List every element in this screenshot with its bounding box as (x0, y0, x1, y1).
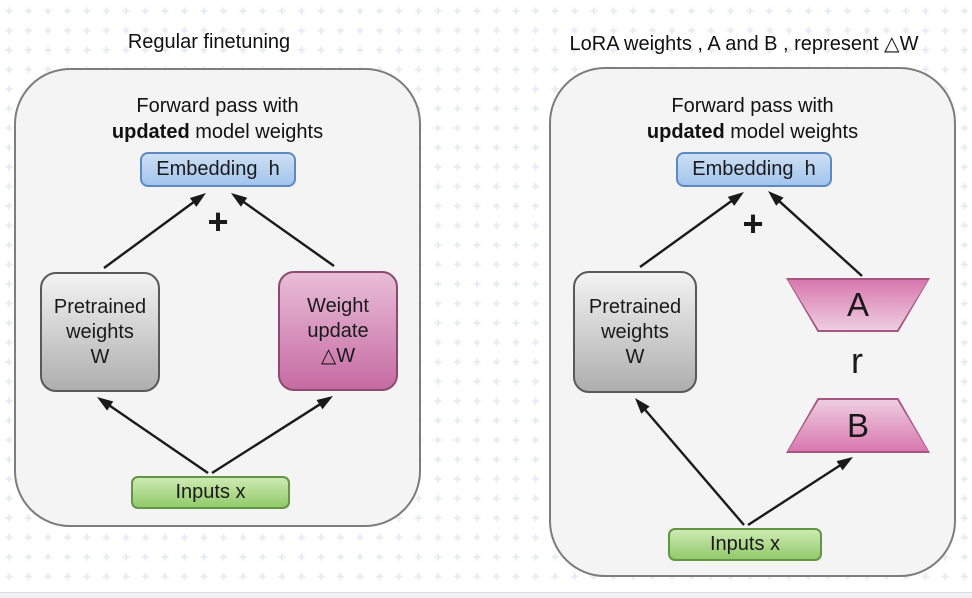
lora-a-trapezoid: A (786, 278, 930, 332)
bottom-edge-strip (0, 592, 972, 598)
lora-b-label: B (846, 406, 869, 444)
left-panel-title: Regular finetuning (127, 31, 291, 53)
right-caption: Forward pass with updated model weights (549, 93, 956, 145)
right-pretrained-weights-node: Pretrained weights W (573, 271, 697, 393)
right-embedding-node: Embedding h (676, 152, 832, 187)
lora-b-trapezoid: B (786, 398, 930, 453)
left-caption-line1: Forward pass with (136, 95, 299, 117)
right-caption-rest: model weights (724, 121, 859, 143)
left-plus-operator: + (207, 201, 229, 242)
left-inputs-node: Inputs x (131, 476, 290, 509)
left-pretrained-weights-node: Pretrained weights W (40, 272, 160, 392)
left-embedding-node: Embedding h (140, 152, 296, 187)
rank-r-label: r (851, 340, 863, 381)
left-caption: Forward pass with updated model weights (14, 93, 421, 145)
left-weight-update-node: Weight update △W (278, 271, 398, 391)
lora-a-label: A (846, 286, 869, 323)
right-panel-title: LoRA weights , A and B , represent △W (569, 33, 919, 55)
right-inputs-node: Inputs x (668, 528, 822, 561)
right-caption-line1: Forward pass with (671, 95, 834, 117)
left-caption-bold: updated (111, 121, 190, 143)
left-caption-rest: model weights (189, 121, 324, 143)
right-plus-operator: + (742, 203, 764, 244)
right-caption-bold: updated (646, 121, 725, 143)
